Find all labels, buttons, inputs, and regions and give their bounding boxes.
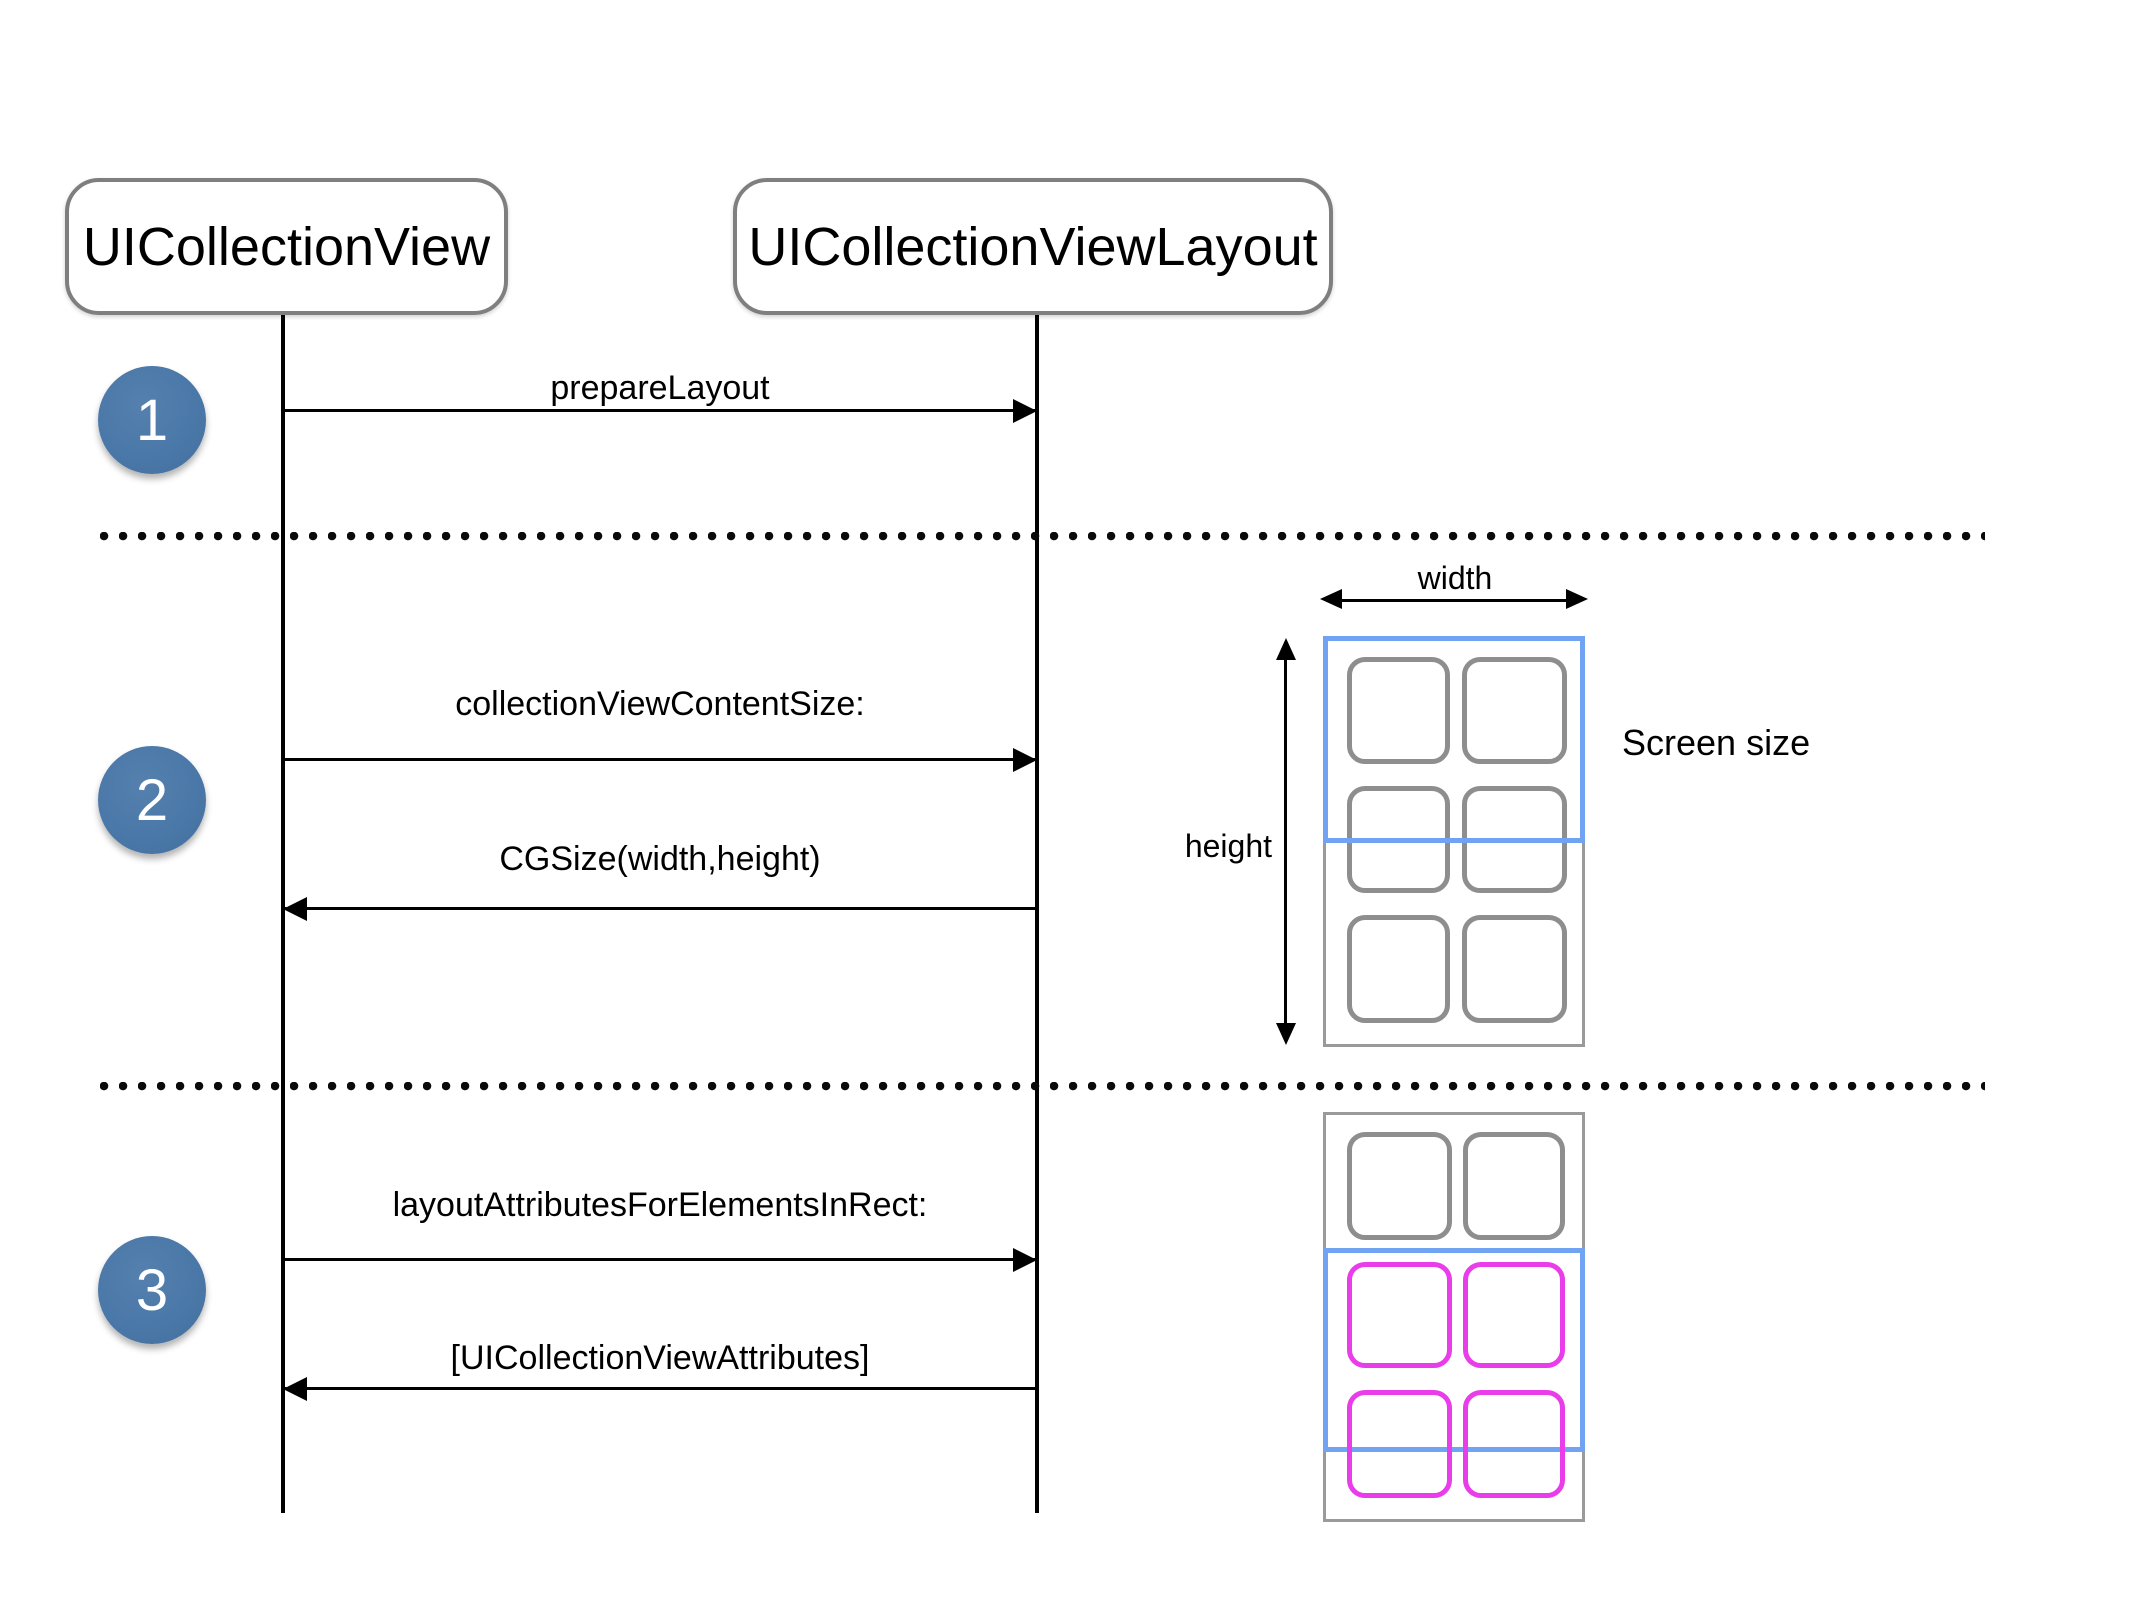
step-number-2: 2 <box>135 767 169 833</box>
dotted-separator-1 <box>100 532 1985 541</box>
step-circle-3: 3 <box>98 1236 206 1344</box>
message-label-cgsize: CGSize(width,height) <box>499 840 821 878</box>
screen-size-rect <box>1323 636 1585 843</box>
message-label-uicollectionviewattributes: [UICollectionViewAttributes] <box>450 1339 870 1377</box>
grid-cell <box>1462 915 1567 1023</box>
grid-cell <box>1462 657 1567 764</box>
message-arrow-cgsize <box>283 907 1037 910</box>
visible-cell <box>1347 1262 1452 1368</box>
grid-cell <box>1347 657 1450 764</box>
arrowhead-right-icon <box>1013 1248 1037 1272</box>
participant-uicollectionviewlayout-label: UICollectionViewLayout <box>748 216 1318 277</box>
message-label-preparelayout: prepareLayout <box>550 369 770 407</box>
dotted-separator-2 <box>100 1082 1985 1091</box>
arrowhead-right-icon <box>1013 399 1037 423</box>
arrowhead-right-icon <box>1013 748 1037 772</box>
message-label-layoutattributes: layoutAttributesForElementsInRect: <box>392 1186 928 1224</box>
arrowhead-left-icon <box>283 1377 307 1401</box>
step-number-1: 1 <box>135 387 169 453</box>
arrowhead-left-icon <box>1320 589 1342 609</box>
grid-cell <box>1347 1132 1452 1240</box>
height-dimension-label: height <box>1184 828 1272 864</box>
step-number-3: 3 <box>135 1257 169 1323</box>
message-arrow-uicollectionviewattributes <box>283 1387 1037 1390</box>
participant-uicollectionview-label: UICollectionView <box>82 216 491 277</box>
visible-cell <box>1463 1390 1565 1498</box>
message-arrow-preparelayout <box>283 409 1037 412</box>
grid-cell <box>1347 915 1450 1023</box>
arrowhead-down-icon <box>1276 1023 1296 1045</box>
visible-cell <box>1463 1262 1565 1368</box>
arrowhead-right-icon <box>1566 589 1588 609</box>
participant-uicollectionviewlayout: UICollectionViewLayout <box>733 178 1333 315</box>
grid-cell <box>1463 1132 1565 1240</box>
step-circle-2: 2 <box>98 746 206 854</box>
lifeline-uicollectionviewlayout <box>1035 315 1039 1513</box>
width-dimension-label: width <box>1417 560 1493 596</box>
message-arrow-layoutattributes <box>283 1258 1037 1261</box>
visible-cell <box>1347 1390 1452 1498</box>
width-dimension-arrow <box>1332 599 1576 602</box>
arrowhead-left-icon <box>283 897 307 921</box>
screen-size-label: Screen size <box>1622 722 1811 763</box>
message-label-collectionviewcontentsize: collectionViewContentSize: <box>455 685 865 723</box>
step-circle-1: 1 <box>98 366 206 474</box>
message-arrow-collectionviewcontentsize <box>283 758 1037 761</box>
arrowhead-up-icon <box>1276 638 1296 660</box>
participant-uicollectionview: UICollectionView <box>65 178 508 315</box>
height-dimension-arrow <box>1284 650 1287 1033</box>
visible-rect <box>1323 1248 1585 1452</box>
